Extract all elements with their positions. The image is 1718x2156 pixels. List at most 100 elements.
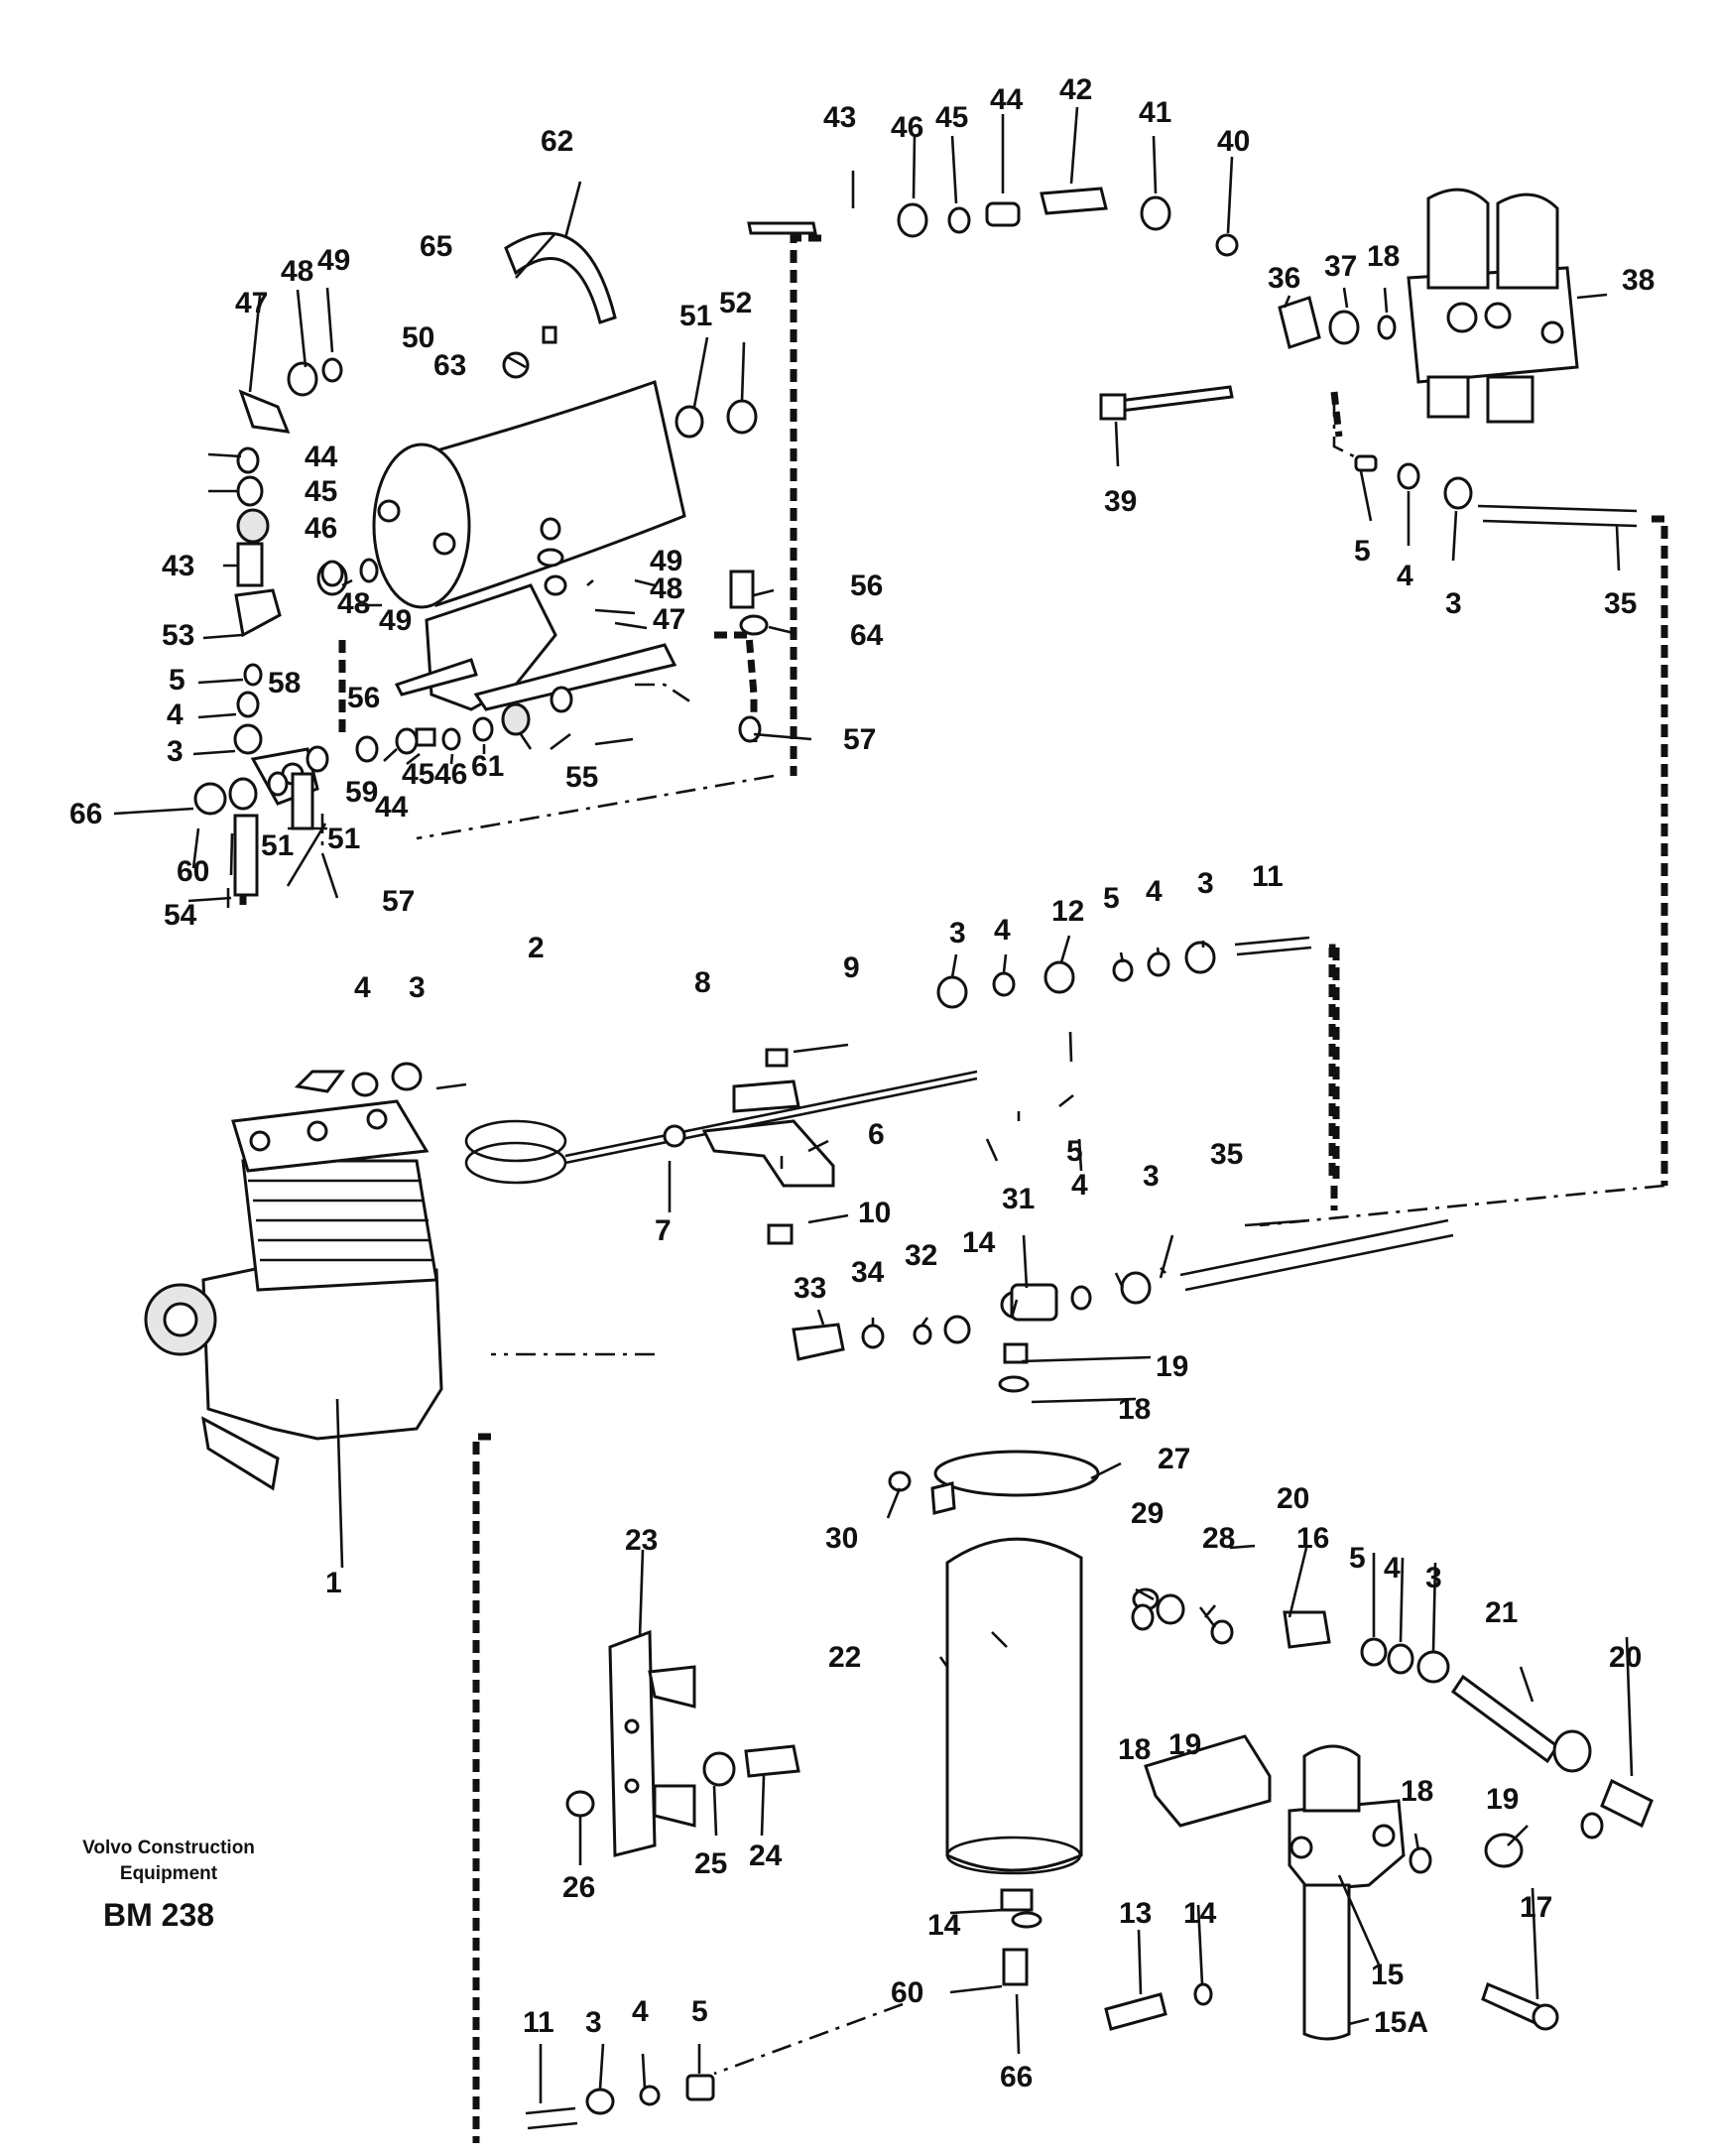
callout-4: 4: [1397, 560, 1413, 592]
callout-60: 60: [177, 855, 209, 888]
callout-51: 51: [327, 823, 360, 855]
callout-48: 48: [281, 255, 313, 288]
callout-23: 23: [625, 1524, 658, 1557]
callout-57: 57: [843, 723, 876, 756]
callout-52: 52: [719, 287, 752, 319]
callout-24: 24: [749, 1839, 783, 1872]
callout-3: 3: [1197, 867, 1214, 900]
callout-10: 10: [858, 1197, 891, 1229]
callout-61: 61: [471, 750, 504, 783]
callout-37: 37: [1324, 250, 1357, 283]
callout-59: 59: [345, 776, 378, 809]
callout-30: 30: [825, 1522, 858, 1555]
callout-60: 60: [891, 1976, 923, 2009]
callout-20: 20: [1277, 1482, 1309, 1515]
callout-35: 35: [1210, 1138, 1243, 1171]
callout-36: 36: [1268, 262, 1300, 295]
callout-46: 46: [434, 758, 467, 791]
callout-47: 47: [235, 287, 268, 319]
callout-51: 51: [679, 300, 712, 332]
callout-9: 9: [843, 951, 860, 984]
callout-14: 14: [962, 1226, 996, 1259]
callout-6: 6: [868, 1118, 885, 1151]
callout-42: 42: [1059, 73, 1092, 106]
callout-49: 49: [650, 545, 682, 577]
callout-44: 44: [305, 441, 338, 473]
callout-3: 3: [585, 2006, 602, 2039]
callout-57: 57: [382, 885, 415, 918]
callout-46: 46: [305, 512, 337, 545]
protection-valve: [1407, 188, 1579, 424]
callout-4: 4: [1146, 875, 1163, 908]
callout-34: 34: [851, 1256, 885, 1289]
callout-18: 18: [1401, 1775, 1433, 1808]
drawing-code: BM 238: [103, 1897, 215, 1933]
callout-3: 3: [167, 735, 184, 768]
callout-5: 5: [691, 1995, 708, 2028]
lower-air-tank: [930, 1450, 1100, 1912]
callout-63: 63: [433, 349, 466, 382]
callout-5: 5: [1354, 535, 1371, 568]
callout-48: 48: [337, 587, 370, 620]
pipe-bracket: [663, 1048, 835, 1245]
callout-54: 54: [164, 899, 197, 932]
callout-11: 11: [1252, 860, 1284, 893]
callout-17: 17: [1520, 1891, 1552, 1924]
company-line-2: Equipment: [119, 1863, 218, 1884]
mounting-bracket: [608, 1629, 696, 1857]
callout-45: 45: [305, 475, 337, 508]
company-caption: Volvo Construction Equipment: [60, 1836, 278, 1887]
callout-15: 15: [1371, 1959, 1404, 1991]
callout-4: 4: [1384, 1552, 1401, 1585]
callout-25: 25: [694, 1847, 727, 1880]
callout-55: 55: [565, 761, 598, 794]
callout-4: 4: [994, 914, 1011, 947]
callout-51: 51: [261, 829, 294, 862]
callout-26: 26: [562, 1871, 595, 1904]
callout-22: 22: [828, 1641, 861, 1674]
callout-64: 64: [850, 619, 884, 652]
callout-29: 29: [1131, 1497, 1164, 1530]
callout-5: 5: [1103, 882, 1120, 915]
callout-11: 11: [523, 2006, 554, 2039]
callout-13: 13: [1119, 1897, 1152, 1930]
callout-5: 5: [1349, 1542, 1366, 1575]
air-compressor: [144, 1070, 443, 1569]
callout-44: 44: [990, 83, 1024, 116]
callout-46: 46: [891, 111, 923, 144]
callout-49: 49: [317, 244, 350, 277]
callout-18: 18: [1118, 1393, 1151, 1426]
upper-air-tank: [372, 231, 686, 711]
callout-3: 3: [409, 971, 426, 1004]
callout-43: 43: [162, 550, 194, 582]
callout-41: 41: [1139, 96, 1171, 129]
callout-19: 19: [1486, 1783, 1519, 1816]
callout-14: 14: [1183, 1897, 1217, 1930]
callout-4: 4: [354, 971, 371, 1004]
callout-4: 4: [167, 698, 184, 731]
callout-66: 66: [69, 798, 102, 830]
callout-20: 20: [1609, 1641, 1642, 1674]
callout-62: 62: [541, 125, 573, 158]
callout-53: 53: [162, 619, 194, 652]
callout-21: 21: [1485, 1596, 1518, 1629]
callout-40: 40: [1217, 125, 1250, 158]
callout-18: 18: [1367, 240, 1400, 273]
callout-4: 4: [1071, 1169, 1088, 1202]
callout-32: 32: [905, 1239, 937, 1272]
callout-16: 16: [1296, 1522, 1329, 1555]
callout-labels: 1 2 3 3 3 3 3 3 3 3 4 4 4 4 4 4 4 4 5 5 …: [69, 73, 1655, 2093]
callout-45: 45: [402, 758, 434, 791]
callout-47: 47: [653, 603, 685, 636]
callout-27: 27: [1158, 1443, 1190, 1475]
callout-18: 18: [1118, 1733, 1151, 1766]
callout-66: 66: [1000, 2061, 1033, 2093]
pressure-regulator: [1144, 1734, 1406, 2041]
callout-5: 5: [1066, 1135, 1083, 1168]
callout-58: 58: [268, 667, 301, 699]
callout-50: 50: [402, 321, 434, 354]
callout-56: 56: [850, 570, 883, 602]
callout-43: 43: [823, 101, 856, 134]
leader-lines: [113, 106, 1634, 2103]
